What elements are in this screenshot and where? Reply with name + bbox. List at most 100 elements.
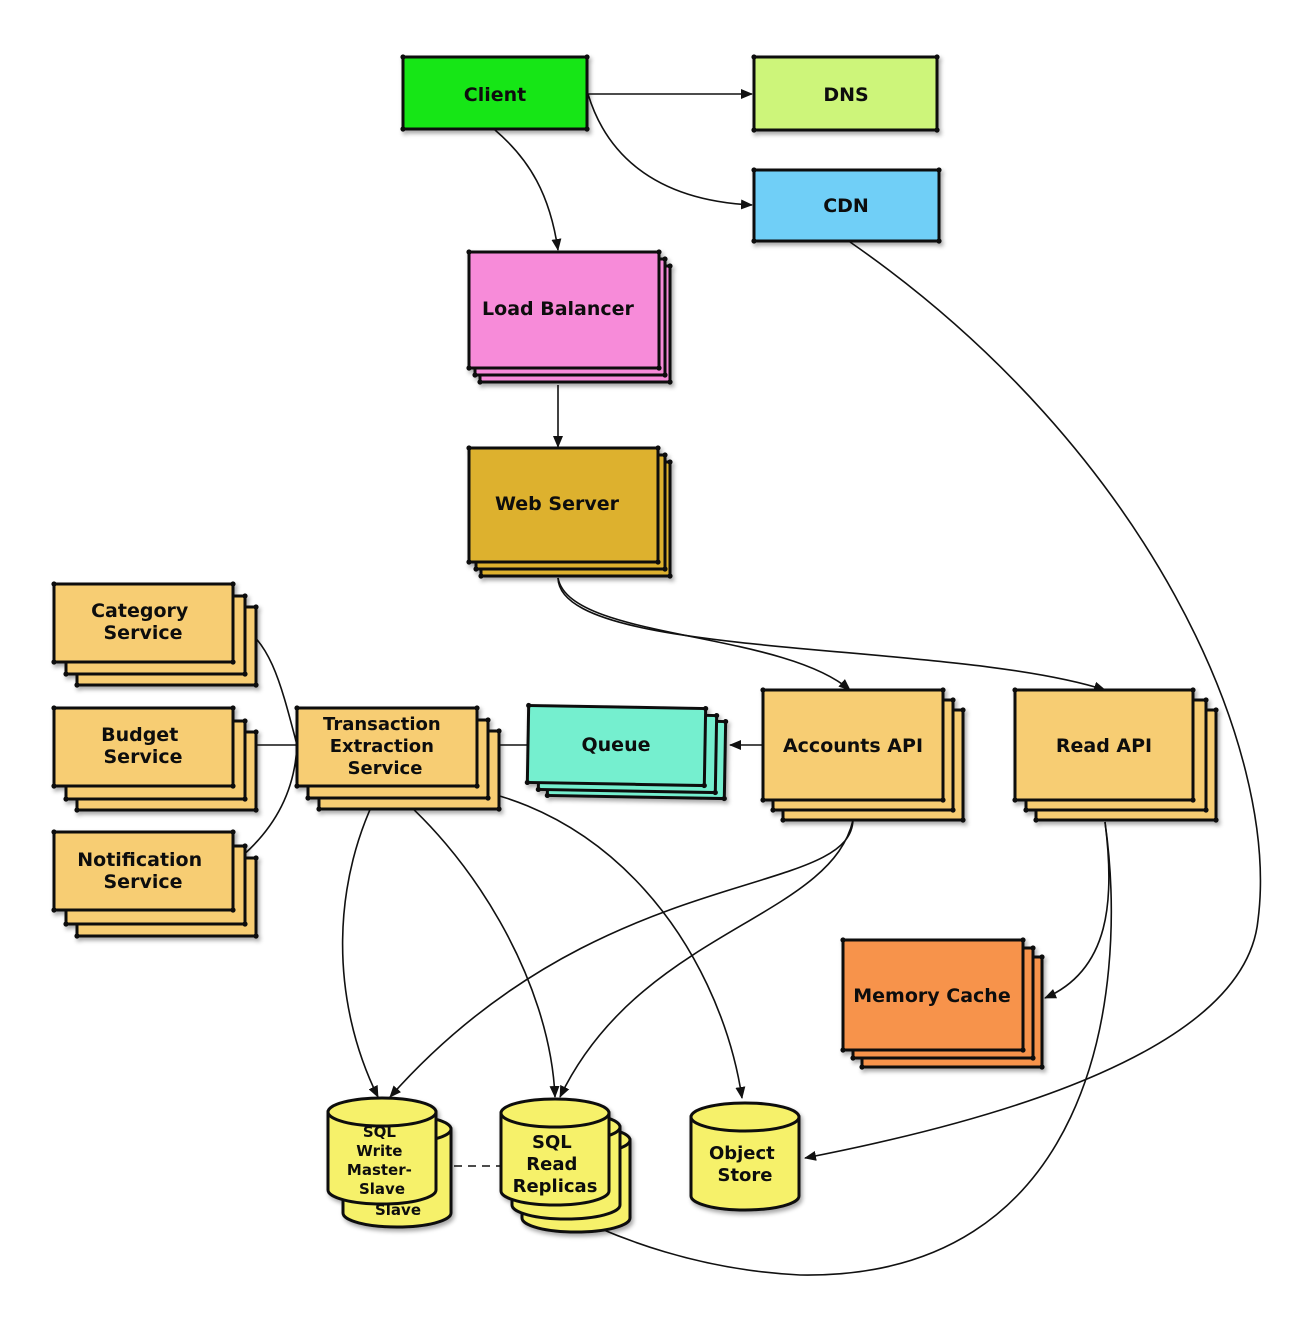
corner-dot [940,797,946,803]
corner-dot [316,806,322,812]
corner-dot [294,705,300,711]
corner-dot [656,365,662,371]
corner-dot [51,907,57,913]
sql-write-label: SQL Write Master- Slave [347,1123,417,1198]
sql-write-line-3: Master- [347,1161,412,1179]
edge-web-server-read-api [557,577,1106,692]
corner-dot [74,933,80,939]
corner-dot [1213,707,1219,713]
corner-dot [230,829,236,835]
corner-dot [1012,687,1018,693]
queue-node[interactable]: Queue [524,702,729,802]
corner-dot [51,705,57,711]
read-api-node[interactable]: Read API [1012,687,1219,823]
object-store-label: Object Store [709,1143,781,1186]
corner-dot [253,855,259,861]
corner-dot [485,795,491,801]
load-balancer-node[interactable]: Load Balancer [466,249,673,385]
corner-dot [662,372,668,378]
corner-dot [760,687,766,693]
dns-label: DNS [823,84,868,106]
budget-service-line-1: Budget [101,724,178,746]
corner-dot [1030,1055,1036,1061]
budget-service-node[interactable]: Budget Service [51,705,259,813]
corner-dot [242,718,248,724]
corner-dot [253,682,259,688]
corner-dot [478,573,484,579]
corner-dot [714,712,720,719]
corner-dot [667,573,673,579]
accounts-api-node[interactable]: Accounts API [760,687,966,823]
sql-read-replicas-node[interactable]: SQL Read Replicas [499,1097,632,1234]
sql-write-db-node[interactable]: Slave SQL Write Master- Slave [326,1096,453,1229]
corner-dot [230,705,236,711]
corner-dot [51,829,57,835]
corner-dot [74,807,80,813]
corner-dot [63,796,69,802]
transaction-extraction-service-node[interactable]: Transaction Extraction Service [294,705,502,812]
corner-dot [701,782,707,789]
corner-dot [1213,817,1219,823]
corner-dot [473,566,479,572]
edge-read-api-sql-read [559,821,1112,1276]
corner-dot [667,263,673,269]
queue-label: Queue [582,734,651,756]
corner-dot [751,167,757,173]
client-node[interactable]: Client [400,54,590,132]
corner-dot [51,581,57,587]
corner-dot [950,807,956,813]
object-store-node[interactable]: Object Store [689,1101,801,1212]
corner-dot [934,127,940,133]
corner-dot [526,702,532,709]
corner-dot [242,671,248,677]
notification-service-node[interactable]: Notification Service [51,829,259,939]
corner-dot [253,933,259,939]
cdn-node[interactable]: CDN [751,167,942,244]
corner-dot [1203,697,1209,703]
corner-dot [1020,1047,1026,1053]
corner-dot [305,795,311,801]
cdn-label: CDN [823,195,869,217]
edge-accounts-api-sql-write [389,819,854,1098]
corner-dot [466,249,472,255]
edge-transaction-sql-write [341,782,384,1098]
corner-dot [1012,797,1018,803]
corner-dot [950,697,956,703]
sql-write-line-4: Slave [359,1180,405,1198]
load-balancer-label: Load Balancer [482,298,635,320]
corner-dot [466,365,472,371]
corner-dot [760,797,766,803]
corner-dot [662,256,668,262]
web-server-node[interactable]: Web Server [466,445,673,579]
object-store-line-1: Object [709,1143,775,1164]
corner-dot [524,779,530,786]
corner-dot [584,54,590,60]
edge-client-cdn [587,93,753,210]
memory-cache-node[interactable]: Memory Cache [840,937,1045,1070]
notification-service-label: Notification Service [77,849,209,893]
category-service-line-2: Service [104,622,183,644]
category-service-node[interactable]: Category Service [51,581,259,688]
corner-dot [751,238,757,244]
corner-dot [51,659,57,665]
read-api-label: Read API [1056,735,1152,757]
dns-node[interactable]: DNS [751,54,940,133]
corner-dot [496,728,502,734]
corner-dot [940,687,946,693]
corner-dot [485,717,491,723]
corner-dot [400,54,406,60]
sql-write-back-label: Slave [375,1201,421,1219]
corner-dot [466,559,472,565]
sql-read-line-1: SQL [532,1132,572,1153]
corner-dot [655,445,661,451]
corner-dot [703,705,709,712]
object-store-line-2: Store [717,1165,772,1186]
corner-dot [1203,807,1209,813]
sql-write-front-cylinder: SQL Write Master- Slave [326,1096,438,1206]
sql-read-label: SQL Read Replicas [513,1132,598,1197]
corner-dot [960,707,966,713]
corner-dot [1190,687,1196,693]
corner-dot [721,795,727,802]
memory-cache-label: Memory Cache [853,985,1010,1007]
corner-dot [667,459,673,465]
